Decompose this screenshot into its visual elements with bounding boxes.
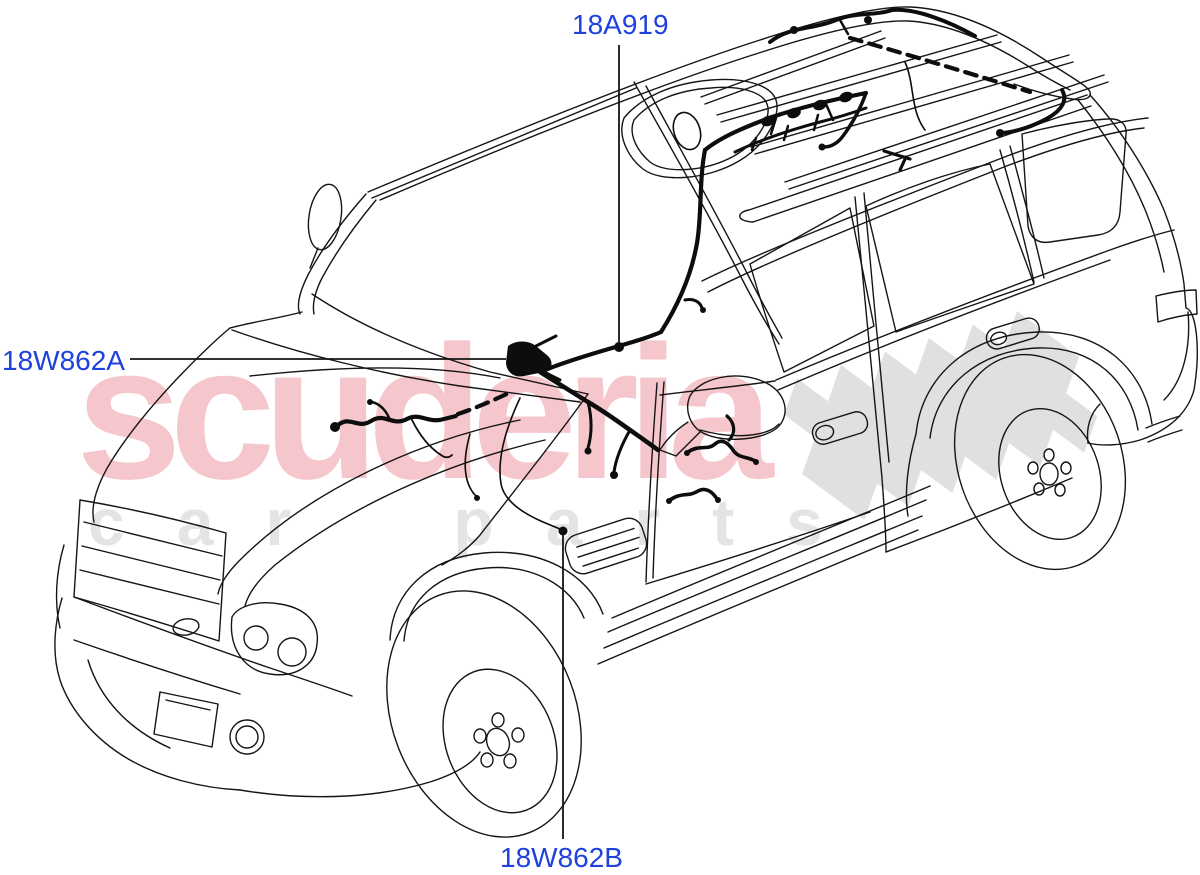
front-rim: [442, 668, 558, 814]
fog-lamp: [229, 719, 265, 755]
brand-badge-icon: [172, 618, 200, 636]
fender-vent: [564, 517, 648, 575]
headlamp: [230, 602, 319, 676]
rear-lamp: [1155, 289, 1198, 323]
front-fascia: [54, 499, 481, 798]
vehicle-body-outline: [92, 6, 1187, 607]
side-body: [564, 118, 1183, 665]
front-tyre: [386, 590, 582, 838]
wiring-harness: [330, 7, 1067, 536]
part-callout-18W862A[interactable]: 18W862A: [2, 345, 125, 376]
watermark-tagline-text: car parts: [88, 485, 875, 559]
license-plate: [153, 691, 219, 748]
rear-body: [905, 289, 1198, 571]
rear-rim: [998, 407, 1102, 541]
part-callout-18A919[interactable]: 18A919: [572, 9, 669, 40]
door-mirror: [659, 375, 786, 457]
part-callout-18W862B[interactable]: 18W862B: [500, 842, 623, 873]
front-wheel: [386, 551, 604, 838]
front-door-handle: [811, 411, 869, 445]
rear-tyre: [953, 353, 1127, 571]
